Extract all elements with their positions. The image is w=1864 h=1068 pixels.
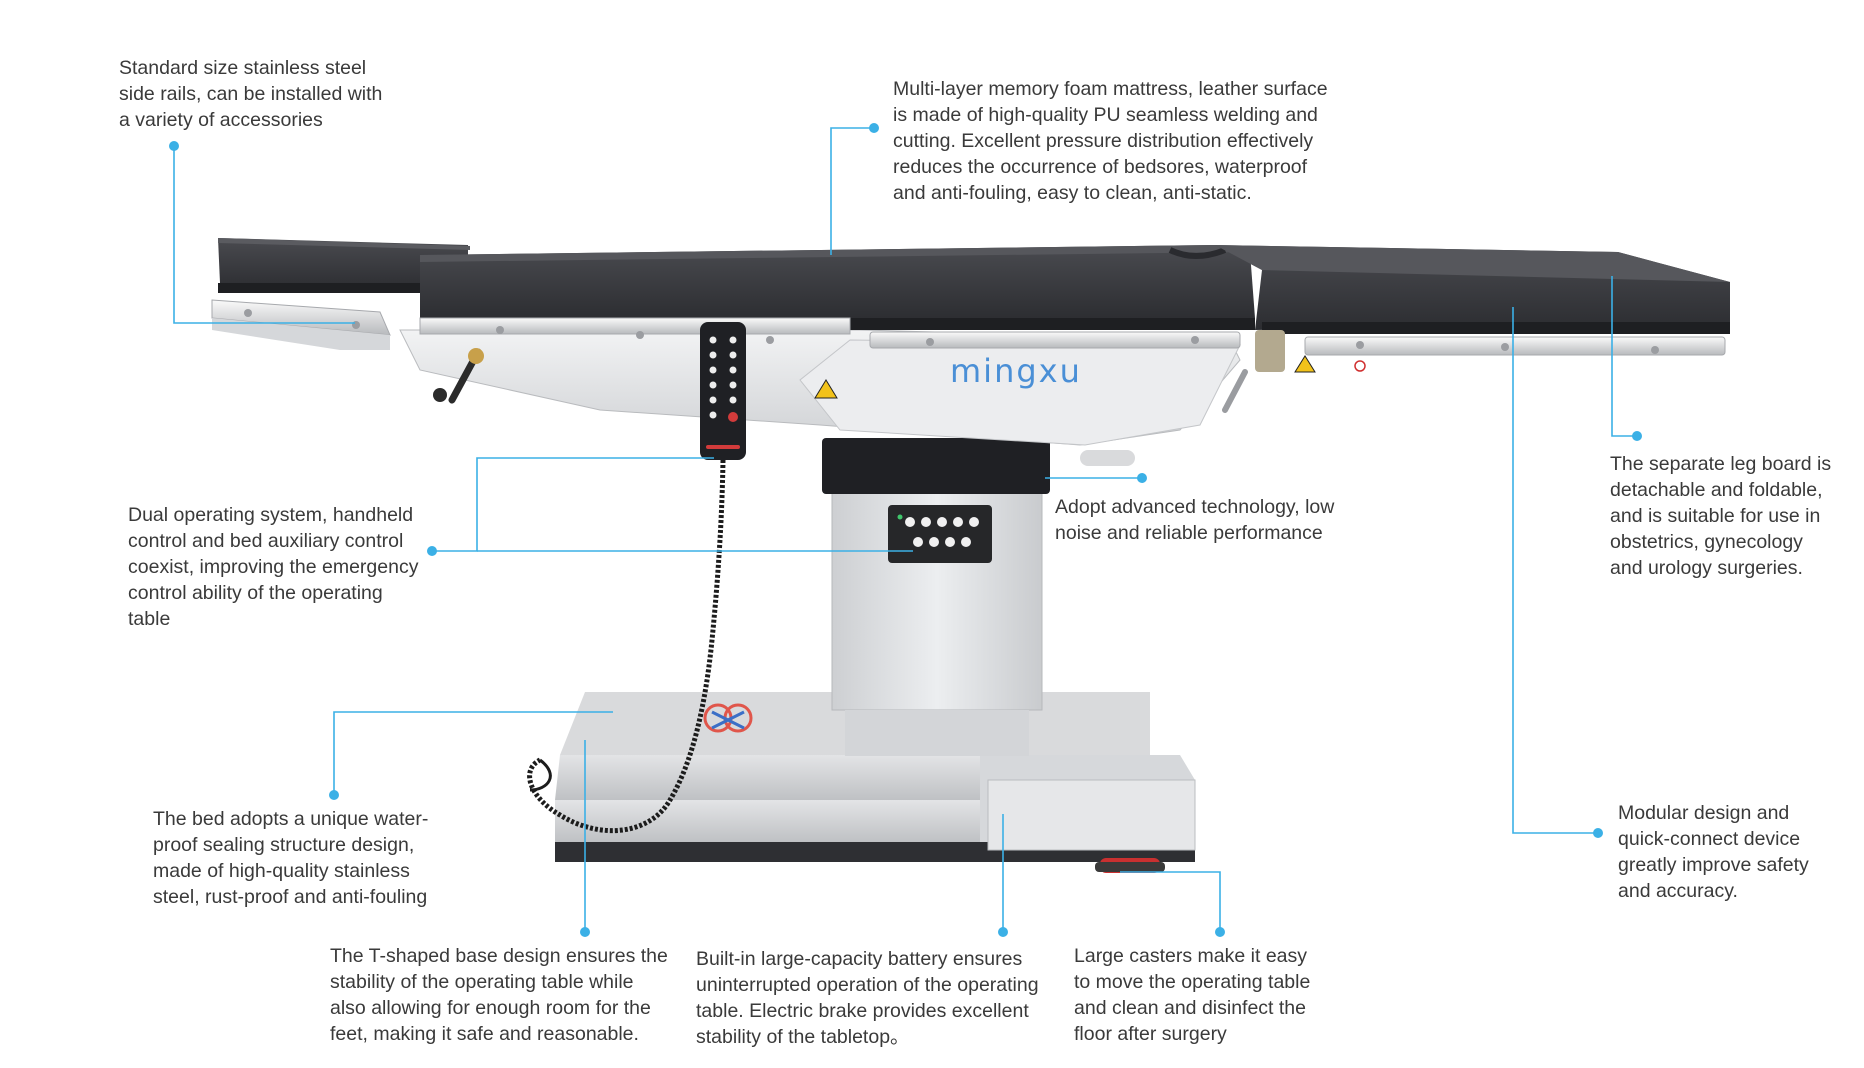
callout-technology: Adopt advanced technology, low noise and… bbox=[1055, 496, 1335, 544]
callout-waterproof: The bed adopts a unique water- proof sea… bbox=[153, 808, 429, 908]
callout-casters: Large casters make it easy to move the o… bbox=[1074, 945, 1311, 1045]
callout-mattress: Multi-layer memory foam mattress, leathe… bbox=[893, 78, 1328, 204]
side-rails bbox=[211, 299, 1726, 413]
callout-leg-board: The separate leg board is detachable and… bbox=[1610, 453, 1832, 579]
callout-side-rails: Standard size stainless steel side rails… bbox=[119, 57, 383, 131]
warning-labels bbox=[814, 355, 1366, 399]
brand-emblem bbox=[703, 703, 753, 733]
callout-modular: Modular design and quick-connect device … bbox=[1618, 802, 1809, 902]
tabletop-frame bbox=[399, 329, 1241, 446]
callout-dual-control: Dual operating system, handheld control … bbox=[128, 504, 419, 630]
leader-lines bbox=[169, 123, 1642, 937]
mattress bbox=[218, 238, 1730, 334]
handheld-remote-control bbox=[527, 322, 746, 834]
t-shaped-base bbox=[555, 692, 1196, 873]
callout-t-base: The T-shaped base design ensures the sta… bbox=[330, 945, 668, 1045]
bed-auxiliary-control-panel bbox=[888, 505, 992, 563]
brand-logo: mingxu bbox=[950, 352, 1082, 390]
callout-battery: Built-in large-capacity battery ensures … bbox=[696, 948, 1039, 1048]
